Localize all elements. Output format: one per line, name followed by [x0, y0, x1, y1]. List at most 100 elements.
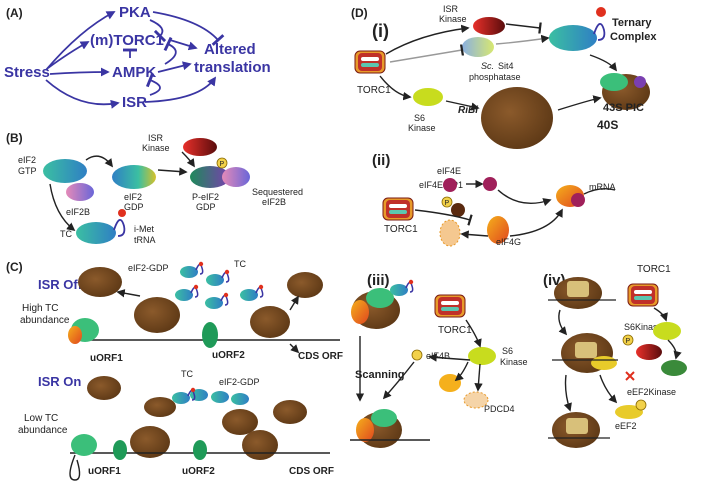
ribosome	[130, 426, 170, 458]
panel-a: (A) Stress PKA (m)TORC1 AMPK ISR Altered…	[4, 4, 271, 111]
eif4e-shape	[443, 178, 457, 192]
imet-label-1: i-Met	[134, 224, 154, 234]
torc1-icon	[354, 50, 386, 74]
bp1-shape	[451, 203, 465, 217]
phospho-badge-icon	[441, 196, 453, 208]
eef2kinase-active	[661, 360, 687, 376]
met-icon	[596, 7, 606, 17]
low-tc-label-1: Low TC	[24, 413, 58, 424]
pdcd4-shape	[463, 391, 489, 409]
eef2-label: eEF2	[615, 421, 637, 431]
trna-site	[566, 418, 588, 434]
eif2-shape	[231, 393, 249, 405]
sequestered-label-1: Sequestered	[252, 187, 303, 197]
isr-kinase-label-1: ISR	[443, 4, 459, 14]
tc-top-label: TC	[234, 259, 246, 269]
isr-on-label: ISR On	[38, 374, 81, 389]
mrna-label: mRNA	[589, 182, 616, 192]
phospho-badge-text: P	[220, 161, 225, 168]
torc1-label: TORC1	[357, 85, 391, 96]
trna-icon	[593, 23, 606, 41]
eif-shape	[371, 409, 397, 427]
panel-b: (B) ISR Kinase eIF2 GTP eIF2 GDP P P-eIF…	[6, 131, 303, 245]
uorf1-top-label: uORF1	[90, 353, 123, 364]
eif2-gdp-label-1: eIF2	[124, 192, 142, 202]
p-eif2-label-2: GDP	[196, 202, 216, 212]
43s-eif-shape	[634, 76, 646, 88]
torc1-label: TORC1	[384, 224, 418, 235]
ternary-complex-shape	[549, 25, 597, 51]
panel-d-i: (D) (i) ISR Kinase Ternary Complex TORC1…	[351, 4, 657, 149]
panel-d-iv: (iv) TORC1 S6Kinase P eEF2Kinase eEF2	[543, 264, 687, 448]
translation-label: translation	[194, 59, 271, 76]
eif2-gdp-label-2: GDP	[124, 202, 144, 212]
stress-label: Stress	[4, 64, 50, 81]
isr-kinase-shape	[473, 17, 505, 35]
panel-a-label: (A)	[6, 6, 23, 20]
eif4e-bound	[571, 193, 585, 207]
s6-kinase-label-2: Kinase	[500, 357, 528, 367]
sequestered-label-2: eIF2B	[262, 197, 286, 207]
panel-c: (C) ISR Off High TC abundance eIF2-GDP T…	[6, 259, 343, 481]
eif2-gtp-shape	[43, 159, 87, 183]
altered-label: Altered	[204, 41, 256, 58]
high-tc-label-1: High TC	[22, 303, 59, 314]
isr-kinase-shape	[183, 138, 217, 156]
panel-d-i-label: (i)	[372, 21, 389, 41]
trna-site	[575, 342, 597, 358]
uorf2-bottom-label: uORF2	[182, 466, 215, 477]
s6-kinase-shape	[413, 88, 443, 106]
sit4-phosphatase-shape	[462, 37, 494, 57]
high-tc-label-2: abundance	[20, 315, 70, 326]
eif2b-label: eIF2B	[66, 207, 90, 217]
eef2-bound	[591, 356, 617, 370]
pdcd4-label: PDCD4	[484, 404, 515, 414]
pic-label: 43S PIC	[603, 102, 644, 114]
tc-label: TC	[60, 229, 72, 239]
eef2kinase-label: eEF2Kinase	[627, 387, 676, 397]
sit4-sc: Sc.	[481, 61, 494, 71]
eif2-gtp-label-1: eIF2	[18, 155, 36, 165]
eif4g-degraded-shape	[439, 219, 461, 247]
torc1-label: TORC1	[438, 325, 472, 336]
sit4-label-2: phosphatase	[469, 72, 521, 82]
panel-c-label: (C)	[6, 260, 23, 274]
eif2-shape	[211, 391, 229, 403]
trna-icon	[113, 219, 126, 237]
eif2-gtp-label-2: GTP	[18, 166, 37, 176]
panel-d-ii: (ii) eIF4E eIF4E-BP1 P TORC1 mRNA eIF4G	[372, 152, 616, 247]
eif2b-shape	[66, 183, 94, 201]
sit4-name: Sit4	[498, 61, 514, 71]
sequestered-eif2b-shape	[222, 167, 250, 187]
low-tc-label-2: abundance	[18, 425, 68, 436]
eif4f-shape	[68, 326, 82, 344]
phospho-badge-text: P	[626, 338, 631, 345]
isr-label: ISR	[122, 94, 147, 111]
panel-d-label: (D)	[351, 6, 368, 20]
tc-shape	[76, 222, 116, 244]
eef2kinase-inactive	[636, 344, 662, 360]
eif4g-shape	[487, 216, 509, 244]
mrna-loop	[69, 454, 81, 481]
eif2-gdp-shape	[112, 165, 156, 189]
40s-subunit	[481, 87, 553, 149]
scanning-label: Scanning	[355, 369, 405, 381]
phospho-badge-icon	[622, 334, 634, 346]
s6-kinase-label-1: S6	[414, 113, 425, 123]
ampk-label: AMPK	[112, 64, 156, 81]
isr-kinase-label-1: ISR	[148, 133, 164, 143]
s6-kinase-label-1: S6	[502, 346, 513, 356]
eif2gdp-bottom-label: eIF2-GDP	[219, 377, 260, 387]
uorf2-top-label: uORF2	[212, 350, 245, 361]
eif4b-shape	[411, 349, 423, 361]
scanning-marker	[113, 440, 127, 460]
mrna-line	[583, 187, 616, 195]
ribosome-subunit	[287, 272, 323, 298]
mrna-line	[548, 299, 618, 439]
isr-kinase-label-2: Kinase	[142, 143, 170, 153]
43s-eif-shape	[600, 73, 628, 91]
phospho-badge-text: P	[445, 200, 450, 207]
eef2-phospho-shape	[615, 405, 643, 419]
trna-site	[567, 281, 589, 297]
